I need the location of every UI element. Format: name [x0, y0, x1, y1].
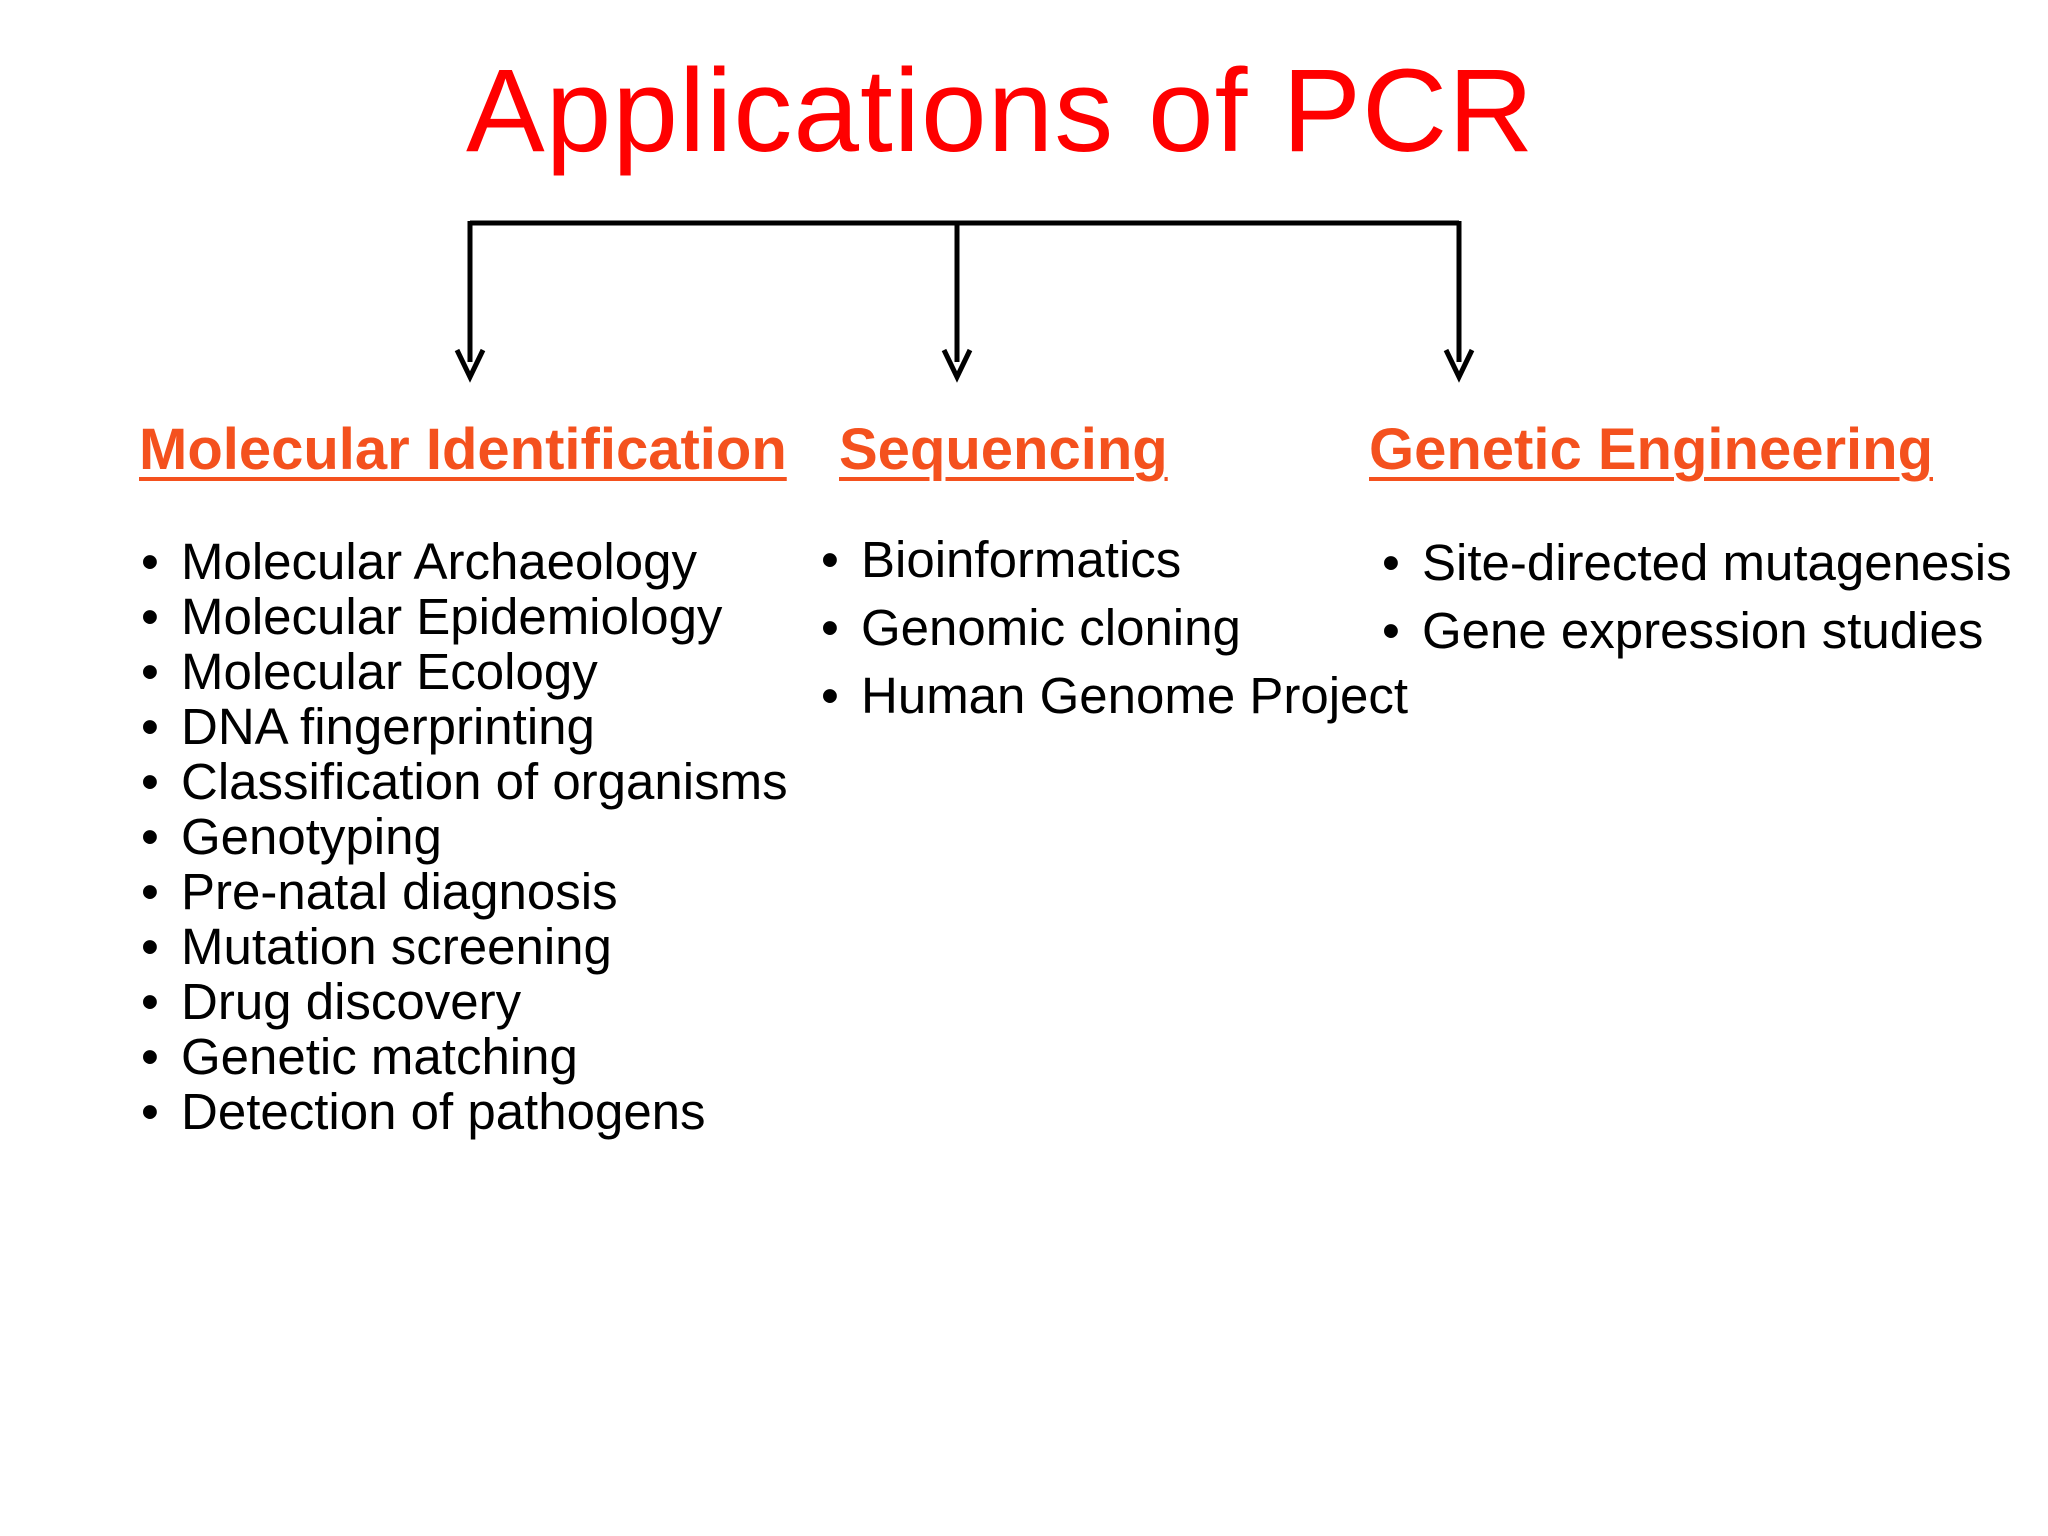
arrow-down-icon — [454, 348, 486, 383]
tree-connector — [454, 220, 1475, 383]
category-title-molecular-identification: Molecular Identification — [139, 417, 787, 482]
sequencing-list: Bioinformatics Genomic cloning Human Gen… — [821, 526, 1408, 730]
list-item: Pre-natal diagnosis — [141, 864, 788, 919]
list-item: Genetic matching — [141, 1029, 788, 1084]
list-item: Bioinformatics — [821, 526, 1408, 594]
list-item: Detection of pathogens — [141, 1084, 788, 1139]
genetic-engineering-list: Site-directed mutagenesis Gene expressio… — [1382, 529, 2012, 665]
list-item: Classification of organisms — [141, 754, 788, 809]
list-item: Molecular Epidemiology — [141, 589, 788, 644]
arrow-down-icon — [1443, 348, 1475, 383]
molecular-identification-list: Molecular Archaeology Molecular Epidemio… — [141, 534, 788, 1139]
list-item: Site-directed mutagenesis — [1382, 529, 2012, 597]
list-item: Human Genome Project — [821, 662, 1408, 730]
category-title-genetic-engineering: Genetic Engineering — [1369, 417, 1933, 482]
category-title-sequencing: Sequencing — [839, 417, 1168, 482]
list-item: Drug discovery — [141, 974, 788, 1029]
list-item: Genotyping — [141, 809, 788, 864]
list-item: Molecular Ecology — [141, 644, 788, 699]
list-item: DNA fingerprinting — [141, 699, 788, 754]
list-item: Gene expression studies — [1382, 597, 2012, 665]
slide-title: Applications of PCR — [466, 45, 1535, 177]
list-item: Molecular Archaeology — [141, 534, 788, 589]
list-item: Genomic cloning — [821, 594, 1408, 662]
arrow-down-icon — [941, 348, 973, 383]
list-item: Mutation screening — [141, 919, 788, 974]
